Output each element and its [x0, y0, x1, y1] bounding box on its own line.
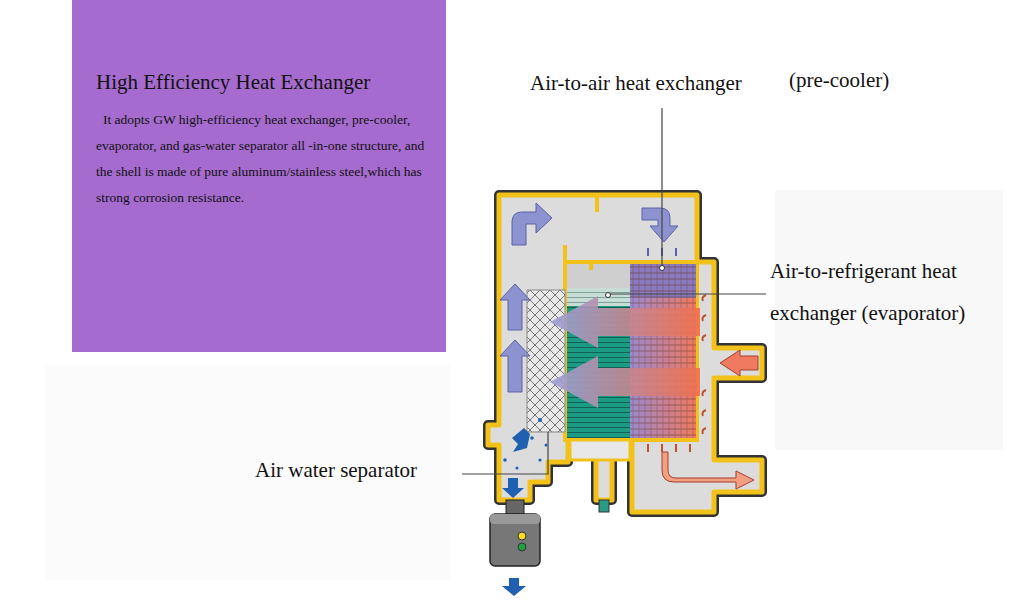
water-drops	[503, 418, 547, 470]
air-water-separator	[527, 290, 565, 432]
part-label: Air water separator	[255, 458, 417, 483]
panel-body: It adopts GW high-efficiency heat exchan…	[96, 107, 436, 211]
leader-dot	[660, 266, 665, 271]
housing	[488, 195, 762, 512]
pre-cooler	[630, 264, 696, 438]
label-panel	[45, 365, 450, 580]
part-label: Air-to-air heat exchanger	[530, 71, 742, 96]
part-label: Air-to-refrigerant heat exchanger (evapo…	[770, 250, 1002, 334]
panel-title: High Efficiency Heat Exchanger	[96, 70, 436, 95]
info-panel-bg	[72, 0, 446, 352]
leader-lines	[462, 108, 766, 474]
flow-ticks	[648, 295, 706, 452]
info-panel: High Efficiency Heat Exchanger It adopts …	[72, 0, 446, 352]
part-label: (pre-cooler)	[789, 68, 889, 93]
auto-drain	[490, 500, 540, 566]
